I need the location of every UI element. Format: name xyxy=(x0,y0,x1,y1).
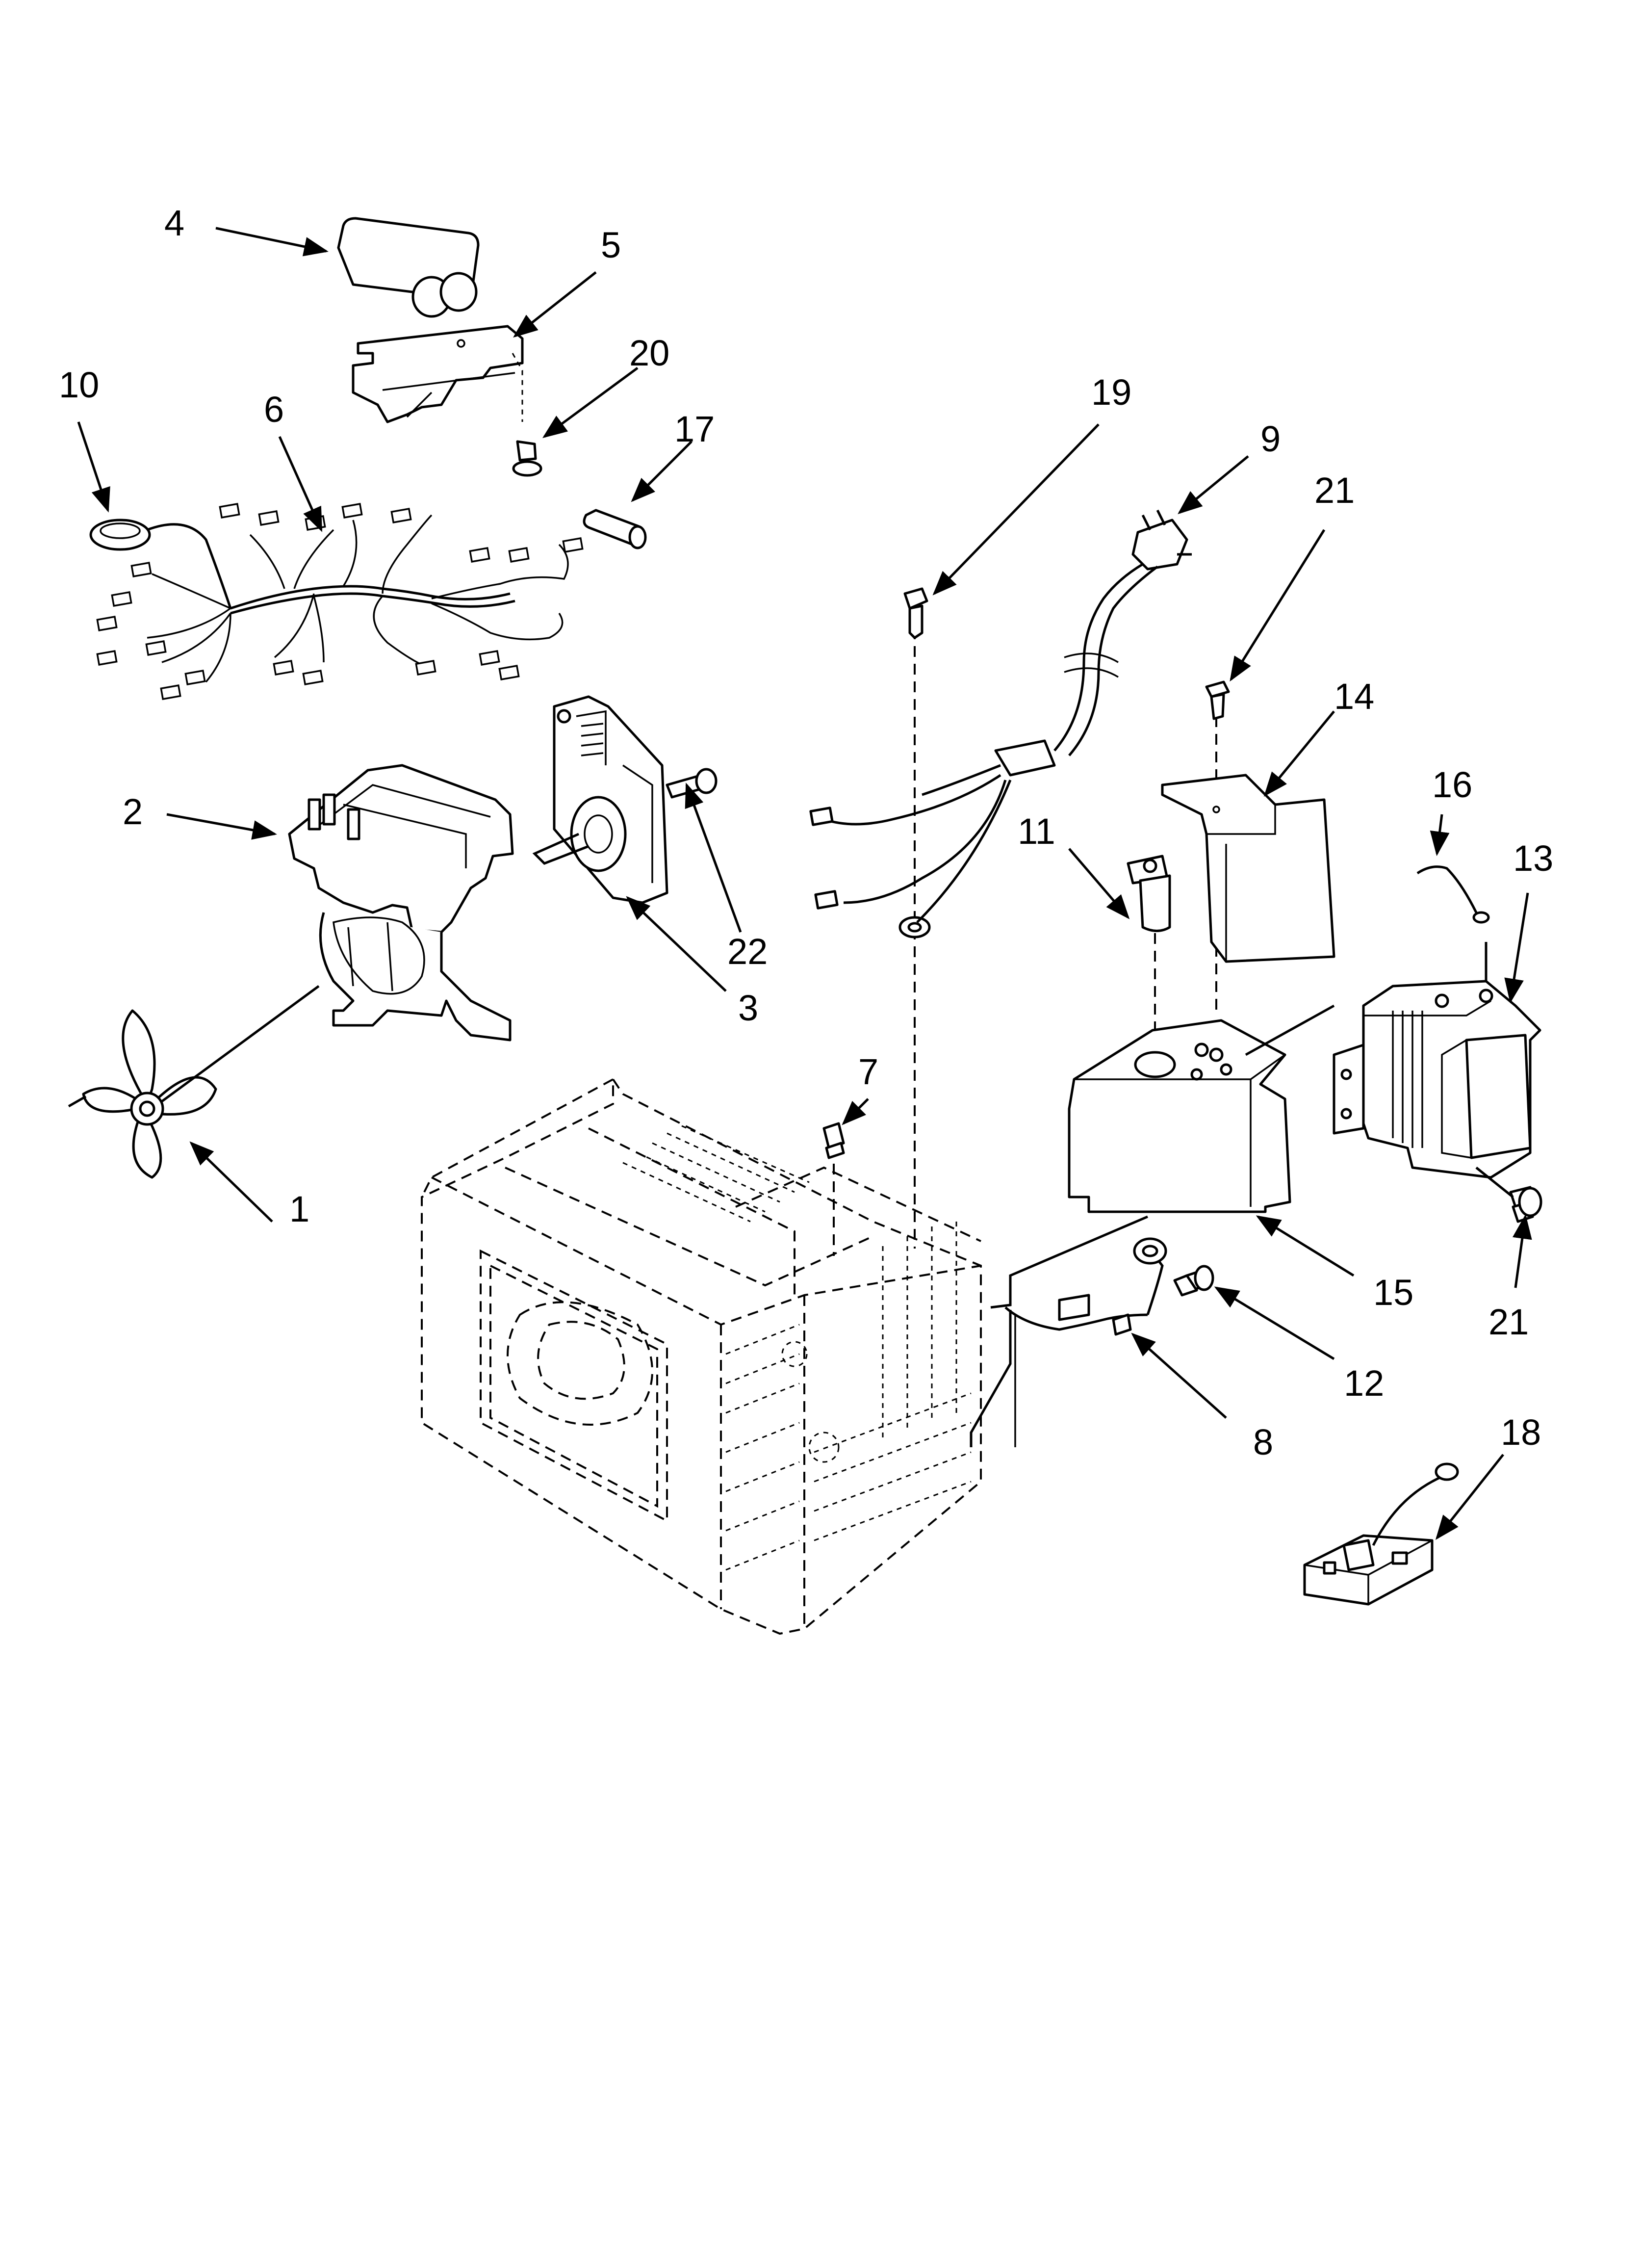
ground-ring xyxy=(898,916,931,938)
screw-21-upper-part[interactable] xyxy=(1205,680,1230,720)
callout-label-14: 14 xyxy=(1334,676,1374,717)
callout-label-4: 4 xyxy=(164,203,184,243)
fan-motor-part[interactable] xyxy=(532,695,668,904)
callout-label-11: 11 xyxy=(1018,811,1055,852)
screw-12-part[interactable] xyxy=(1173,1265,1214,1297)
callout-label-2: 2 xyxy=(123,791,143,832)
air-duct-bracket-part[interactable] xyxy=(288,764,514,1042)
callout-label-1: 1 xyxy=(289,1189,309,1229)
callout-label-5: 5 xyxy=(601,225,621,265)
wire-part-16[interactable] xyxy=(1416,865,1490,924)
callout-label-6: 6 xyxy=(264,389,284,430)
cover-link-line xyxy=(1245,1004,1335,1056)
callout-label-16: 16 xyxy=(1432,764,1472,805)
callout-label-3: 3 xyxy=(738,988,758,1028)
callout-label-9: 9 xyxy=(1260,418,1281,459)
callout-label-10: 10 xyxy=(59,365,99,405)
callout-label-19: 19 xyxy=(1091,372,1131,413)
fuse-17-part[interactable] xyxy=(583,509,647,549)
callout-label-15: 15 xyxy=(1373,1272,1413,1313)
callout-label-13: 13 xyxy=(1513,838,1553,879)
callout-label-22: 22 xyxy=(727,931,768,972)
fan-blade-part[interactable] xyxy=(68,985,320,1179)
callout-label-8: 8 xyxy=(1253,1422,1273,1462)
leader-lines xyxy=(77,227,1532,1540)
callout-label-18: 18 xyxy=(1501,1412,1541,1453)
oven-cavity-outline xyxy=(421,1076,982,1635)
callout-label-7: 7 xyxy=(858,1051,878,1092)
wire-harness-part[interactable] xyxy=(89,503,584,700)
screw-19-part[interactable] xyxy=(903,587,928,639)
interlock-part-7[interactable] xyxy=(822,1122,845,1159)
power-cord-part[interactable] xyxy=(809,509,1192,923)
callout-label-17: 17 xyxy=(674,409,715,449)
wire-lead-part[interactable] xyxy=(970,1215,1167,1447)
screw-21-lower-link xyxy=(1475,1167,1514,1198)
magnetron-part-13[interactable] xyxy=(1333,980,1541,1179)
diode-part-11[interactable] xyxy=(1127,855,1171,932)
screw-22-part[interactable] xyxy=(666,768,718,799)
callout-label-21-lower: 21 xyxy=(1488,1302,1529,1342)
callout-label-20: 20 xyxy=(629,333,669,373)
screw-20-part[interactable] xyxy=(512,440,542,477)
bracket-14-part[interactable] xyxy=(1161,774,1335,963)
capacitor-bracket-part[interactable] xyxy=(352,325,524,423)
callout-label-12: 12 xyxy=(1344,1363,1384,1404)
noise-filter-board-18[interactable] xyxy=(1303,1462,1459,1606)
capacitor-part[interactable] xyxy=(337,217,480,318)
screw-21-lower-part[interactable] xyxy=(1509,1186,1542,1223)
callout-label-21-upper: 21 xyxy=(1314,470,1355,511)
cover-part-15[interactable] xyxy=(1068,1019,1291,1213)
